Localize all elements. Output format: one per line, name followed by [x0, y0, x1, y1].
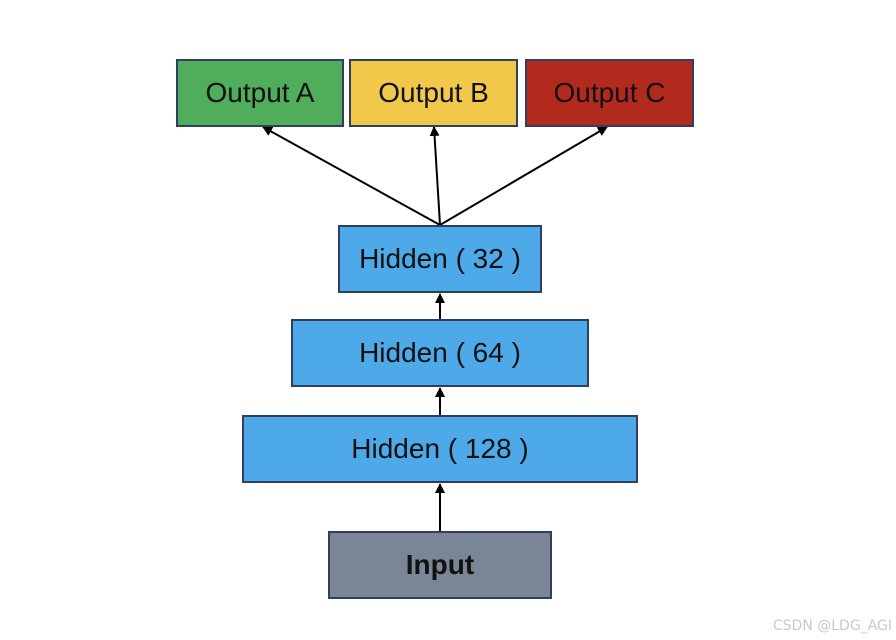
- watermark: CSDN @LDG_AGI: [772, 618, 892, 634]
- output-b-label: Output B: [378, 77, 489, 108]
- hidden-64-node: Hidden ( 64 ): [291, 319, 589, 387]
- output-b-node: Output B: [349, 59, 518, 127]
- input-label: Input: [405, 549, 475, 580]
- output-a-label: Output A: [205, 77, 315, 108]
- output-a-node: Output A: [176, 59, 344, 127]
- hidden-64-label: Hidden ( 64 ): [359, 337, 521, 368]
- hidden-128-label: Hidden ( 128 ): [351, 433, 529, 464]
- hidden-32-node: Hidden ( 32 ): [338, 225, 542, 293]
- output-c-node: Output C: [525, 59, 694, 127]
- output-c-label: Output C: [553, 77, 666, 108]
- edge-hidden-32-to-output-a: [262, 126, 441, 226]
- hidden-32-label: Hidden ( 32 ): [359, 243, 521, 274]
- hidden-128-node: Hidden ( 128 ): [242, 415, 638, 483]
- edge-hidden-32-to-output-c: [439, 126, 608, 226]
- edge-hidden-32-to-output-b: [429, 126, 441, 226]
- input-node: Input: [328, 531, 552, 599]
